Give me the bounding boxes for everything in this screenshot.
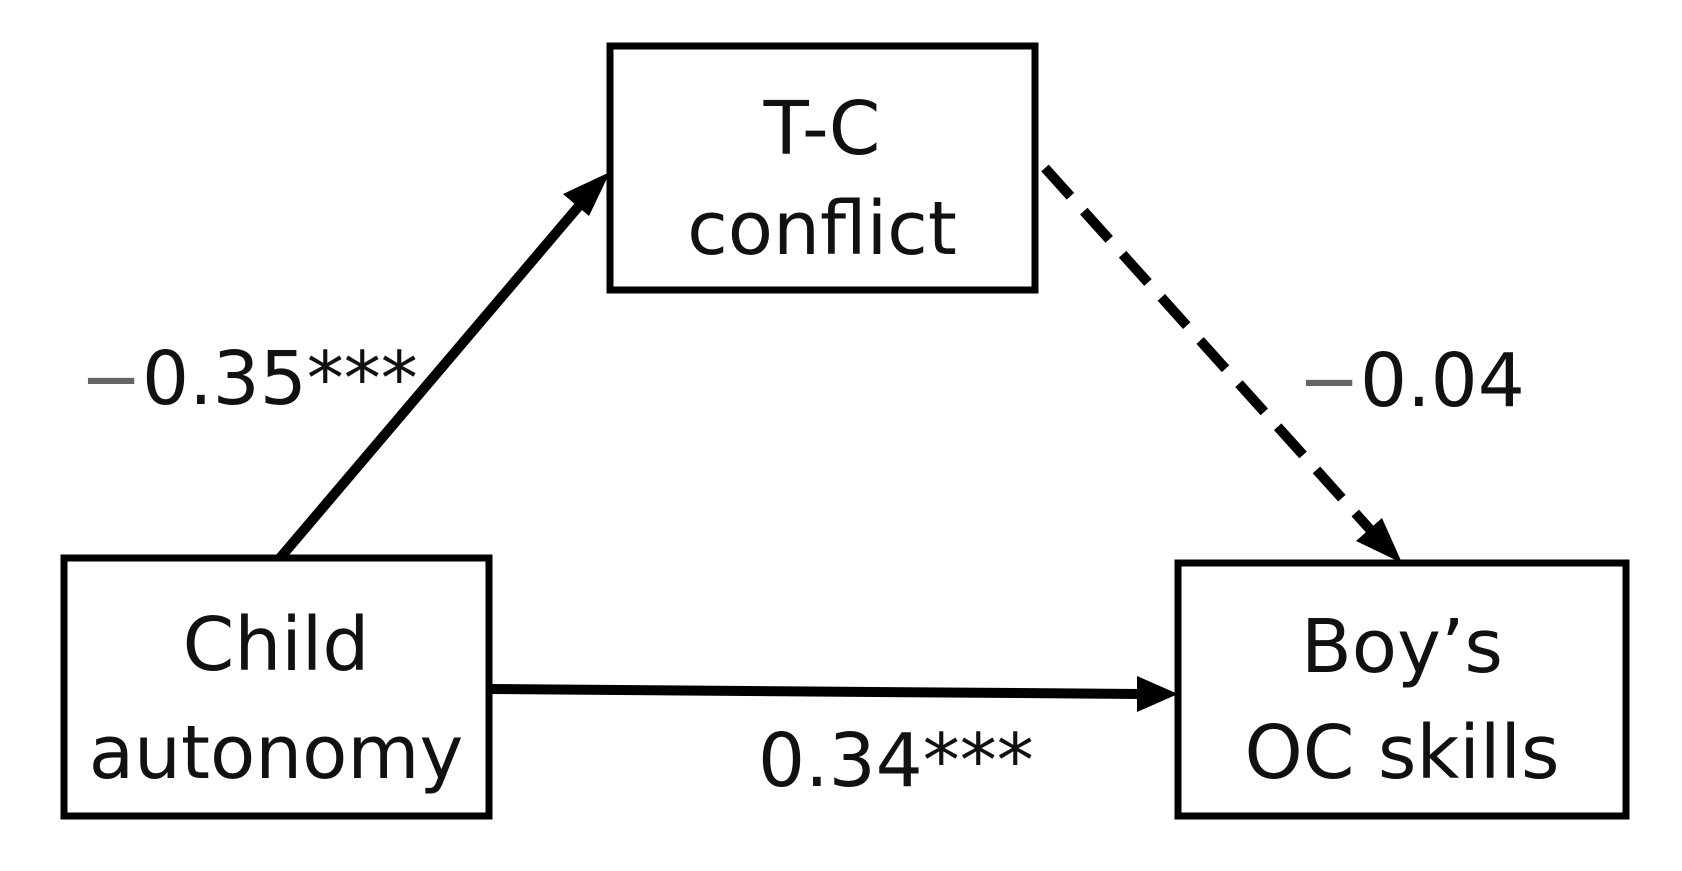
edge-predictor-to-mediator bbox=[276, 172, 610, 562]
node-outcome-box bbox=[1174, 559, 1630, 820]
path-a-sign: − bbox=[80, 336, 142, 422]
node-outcome-label-line2: OC skills bbox=[1244, 710, 1559, 796]
path-a-coefficient: −0.35*** bbox=[80, 336, 418, 422]
path-c-value: 0.34*** bbox=[758, 718, 1034, 804]
node-predictor-box bbox=[60, 554, 493, 820]
path-a-value: 0.35*** bbox=[142, 336, 418, 422]
node-mediator-box bbox=[606, 42, 1039, 294]
path-c-coefficient: 0.34*** bbox=[758, 718, 1034, 804]
node-predictor: Child autonomy bbox=[60, 554, 493, 820]
node-mediator-label-line2: conflict bbox=[687, 186, 957, 272]
node-mediator: T-C conflict bbox=[606, 42, 1039, 294]
node-outcome-label-line1: Boy’s bbox=[1301, 604, 1503, 690]
node-predictor-label-line2: autonomy bbox=[89, 710, 464, 796]
edge-mediator-to-outcome bbox=[1041, 164, 1402, 563]
arrowhead-c bbox=[1137, 676, 1178, 712]
path-b-value: 0.04 bbox=[1360, 338, 1525, 424]
arrowhead-a bbox=[563, 172, 610, 216]
node-mediator-label-line1: T-C bbox=[763, 86, 881, 172]
node-predictor-label-line1: Child bbox=[183, 602, 370, 688]
node-outcome: Boy’s OC skills bbox=[1174, 559, 1630, 820]
arrowhead-b bbox=[1356, 518, 1402, 563]
edge-predictor-to-outcome bbox=[489, 676, 1178, 712]
path-b-coefficient: −0.04 bbox=[1298, 338, 1525, 424]
path-b-sign: − bbox=[1298, 338, 1360, 424]
edge-line-c bbox=[489, 684, 1141, 699]
edge-line-a bbox=[276, 196, 588, 562]
edge-line-b bbox=[1041, 164, 1379, 539]
